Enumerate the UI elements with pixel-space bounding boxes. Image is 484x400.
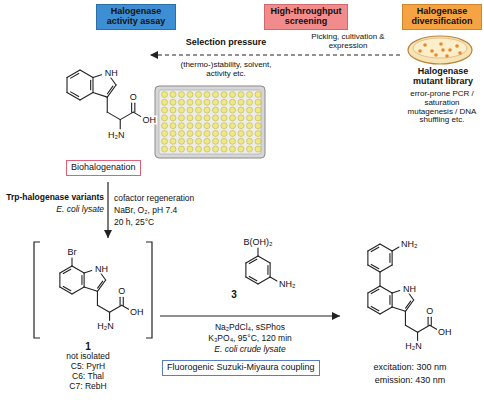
atom-label: O <box>117 287 126 296</box>
enzyme-label: C6: Thal <box>48 372 128 381</box>
spectral-label: emission: 430 nm <box>350 376 470 386</box>
bracket <box>34 242 40 338</box>
atom-label: B(OH)₂ <box>243 238 274 247</box>
atom-label: H₂N <box>404 342 423 351</box>
condition-label: K₃PO₄, 95°C, 120 min <box>160 334 340 343</box>
compound-number: 1 <box>63 341 113 352</box>
atom-label: H₂N <box>96 322 115 331</box>
petri-dish <box>408 36 472 64</box>
atom-label: NH <box>402 284 417 293</box>
box-text: Halogenase activity assay <box>101 7 171 27</box>
atom-label: NH₂ <box>400 240 419 249</box>
box-text: Fluorogenic Suzuki-Miyaura coupling <box>167 363 315 373</box>
selection-arrow <box>150 55 400 56</box>
atom-label: OH <box>437 328 453 337</box>
note-label: (thermo-)stability, solvent, activity et… <box>176 61 276 79</box>
condition-label: cofactor regeneration <box>114 194 224 203</box>
header-box: Halogenase diversification <box>402 4 482 30</box>
compound-number: 3 <box>226 289 242 300</box>
heading-label: Halogenase mutant library <box>404 67 482 87</box>
condition-label: E. coli crude lysate <box>160 345 340 354</box>
spectral-label: excitation: 300 nm <box>350 363 470 373</box>
note-label: Picking, cultivation & expression <box>300 33 396 51</box>
step-box: Biohalogenation <box>66 160 141 176</box>
note-label: error-prone PCR / saturation mutagenesis… <box>402 90 482 125</box>
condition-label: Trp-halogenase variants <box>2 193 104 202</box>
condition-label: 20 h, 25°C <box>114 218 224 227</box>
box-text: Halogenase diversification <box>407 7 477 27</box>
enzyme-label: C5: PyrH <box>48 362 128 371</box>
atom-label: NH <box>94 264 109 273</box>
atom-label: H₂N <box>107 130 126 139</box>
condition-label: E. coli lysate <box>2 205 104 214</box>
atom-label: O <box>129 93 138 102</box>
atom-label: NH <box>104 68 119 77</box>
atom-label: OH <box>129 308 145 317</box>
atom-label: O <box>425 307 434 316</box>
condition-label: Na₂PdCl₄, sSPhos <box>160 323 340 332</box>
header-box: High-throughput screening <box>264 4 348 30</box>
box-text: Biohalogenation <box>71 163 136 173</box>
heading-label: Selection pressure <box>176 38 276 48</box>
condition-label: NaBr, O₂, pH 7.4 <box>114 206 224 215</box>
bracket <box>146 242 152 338</box>
note-label: not isolated <box>48 352 128 361</box>
atom-label: NH₂ <box>278 280 297 289</box>
enzyme-label: C7: RebH <box>48 382 128 391</box>
header-box: Halogenase activity assay <box>96 4 176 30</box>
atom-label: Br <box>67 248 78 257</box>
atom-label: OH <box>141 115 157 124</box>
reaction-arrow <box>107 182 108 238</box>
box-text: High-throughput screening <box>269 7 343 27</box>
step-box: Fluorogenic Suzuki-Miyaura coupling <box>162 360 320 376</box>
reaction-arrow <box>160 315 340 316</box>
well-plate <box>155 86 265 158</box>
